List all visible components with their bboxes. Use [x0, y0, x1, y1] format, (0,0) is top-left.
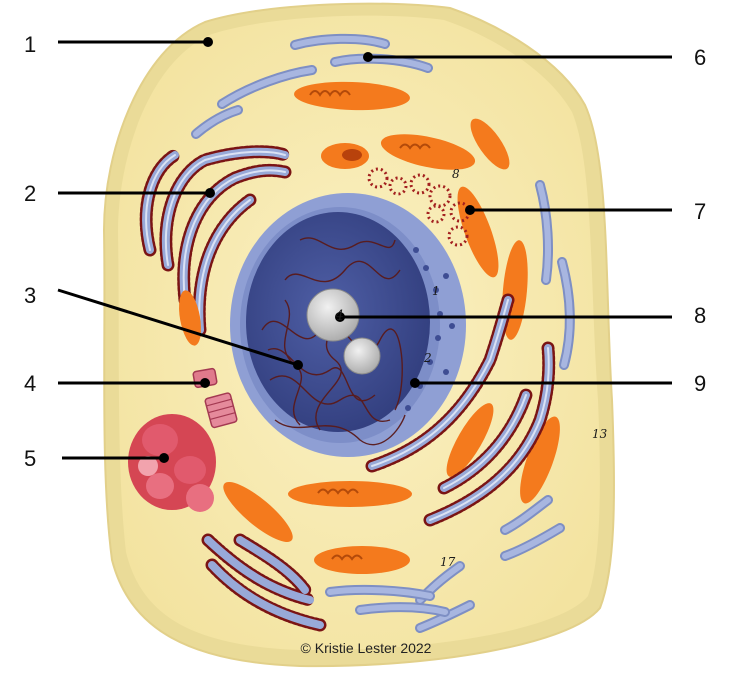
model-marking-17: 17 — [440, 555, 456, 569]
mitochondrion — [520, 416, 560, 504]
label-number-7: 7 — [694, 199, 707, 224]
label-number-9: 9 — [694, 371, 707, 396]
mitochondrion — [314, 546, 410, 574]
rough-er-upper-left — [139, 145, 292, 337]
mitochondrion — [380, 134, 476, 170]
label-number-8: 8 — [694, 303, 707, 328]
golgi-top — [191, 33, 433, 139]
label-number-1: 1 — [24, 32, 37, 57]
nucleolus — [306, 288, 381, 375]
mitochondrion — [446, 403, 494, 477]
leader-dot-5 — [159, 453, 169, 463]
mitochondria — [179, 81, 560, 574]
leader-dot-2 — [205, 188, 215, 198]
leader-dot-8 — [335, 312, 345, 322]
leader-line-3 — [57, 288, 299, 367]
mitochondrion — [294, 81, 410, 111]
rough-er-lower-left — [201, 533, 327, 632]
smooth-er-bottom — [325, 584, 450, 617]
mitochondrion — [223, 482, 293, 542]
lysosome-cluster — [128, 414, 216, 512]
mitochondrion — [470, 118, 510, 170]
model-marking-13: 13 — [592, 427, 608, 441]
label-number-2: 2 — [24, 181, 37, 206]
leader-dot-3 — [293, 360, 303, 370]
leader-dot-7 — [465, 205, 475, 215]
label-number-4: 4 — [24, 371, 37, 396]
model-marking-1: 1 — [432, 284, 440, 298]
leader-dot-4 — [200, 378, 210, 388]
copyright-credit: © Kristie Lester 2022 — [300, 640, 432, 656]
leader-dot-6 — [363, 52, 373, 62]
nucleus — [230, 193, 466, 457]
model-marking-4: 4 — [334, 308, 344, 324]
mitochondrion — [321, 143, 369, 169]
mitochondrion — [288, 481, 412, 507]
leader-dot-1 — [203, 37, 213, 47]
label-number-5: 5 — [24, 446, 37, 471]
label-number-6: 6 — [694, 45, 707, 70]
model-marking-8: 8 — [452, 167, 460, 181]
model-marking-2: 2 — [423, 351, 432, 365]
label-number-3: 3 — [24, 283, 37, 308]
model-markings: 8 4 1 2 13 17 — [334, 167, 608, 569]
leader-dot-9 — [410, 378, 420, 388]
leader-lines — [57, 37, 672, 463]
